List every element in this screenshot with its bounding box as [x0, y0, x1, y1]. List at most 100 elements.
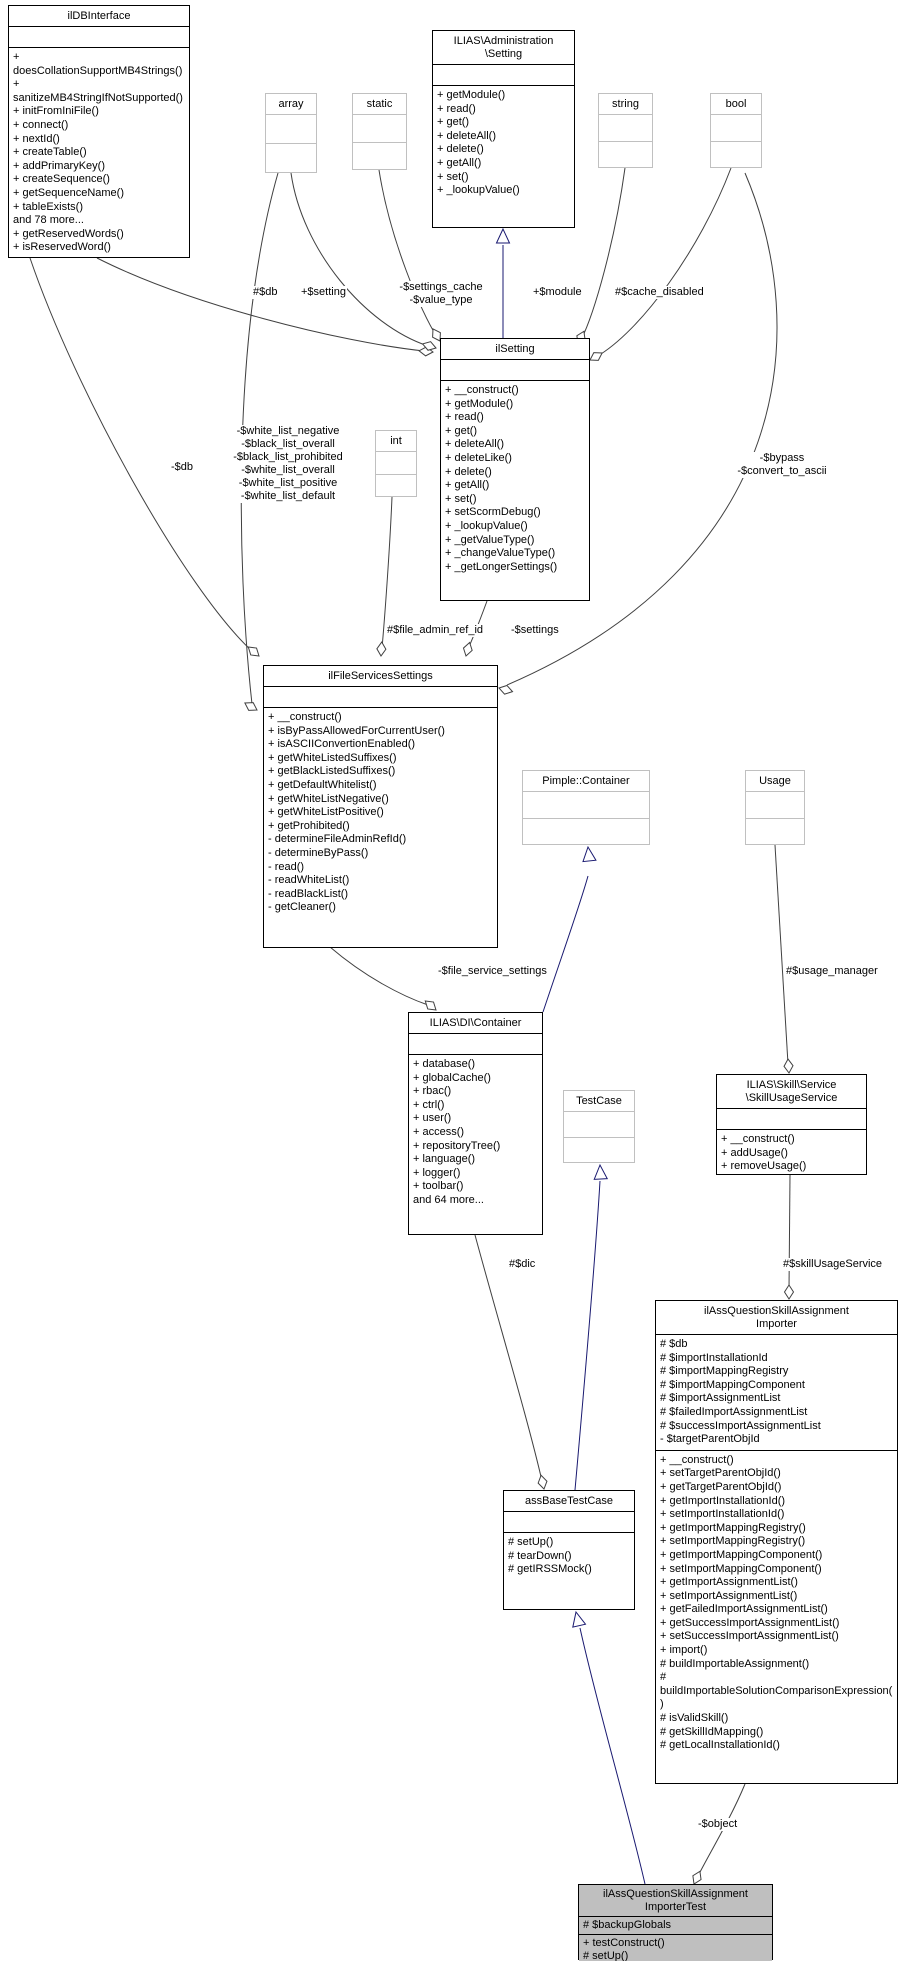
member-line: + setSuccessImportAssignmentList() [660, 1630, 839, 1643]
member-line: - readWhiteList() [268, 874, 350, 887]
member-line: + createSequence() [13, 173, 110, 186]
edge-label-object: -$object [697, 1818, 739, 1831]
member-line: + _getLongerSettings() [445, 560, 558, 573]
member-line: # getSkillIdMapping() [660, 1725, 764, 1738]
class-attributes: # $backupGlobals [579, 1917, 772, 1935]
member-line: - read() [268, 860, 305, 873]
member-line: + deleteLike() [445, 451, 512, 464]
edge-dicontainer-inherits-pimple [542, 845, 597, 1013]
member-line: + getDefaultWhitelist() [268, 778, 377, 791]
member-line: + deleteAll() [437, 129, 497, 142]
edge-label-bypass: -$bypass -$convert_to_ascii [718, 452, 846, 478]
class-attributes [717, 1109, 866, 1130]
member-line: + __construct() [268, 711, 342, 723]
member-line: + getImportMappingRegistry() [660, 1521, 806, 1534]
class-box-skillusageservice[interactable]: ILIAS\Skill\Service \SkillUsageService +… [716, 1074, 867, 1175]
edge-fileservices-to-dicontainer [329, 946, 437, 1011]
class-box-ilsetting[interactable]: ilSetting + __construct()+ getModule()+ … [440, 338, 590, 601]
member-line: + globalCache() [413, 1071, 491, 1084]
class-title: assBaseTestCase [504, 1491, 634, 1512]
member-line: + removeUsage() [721, 1160, 807, 1173]
type-box-testcase: TestCase [563, 1090, 635, 1163]
class-box-importer[interactable]: ilAssQuestionSkillAssignment Importer # … [655, 1300, 898, 1784]
member-line: # setUp() [583, 1950, 629, 1961]
member-line: + setTargetParentObjId() [660, 1467, 781, 1480]
class-box-importertest-current: ilAssQuestionSkillAssignment ImporterTes… [578, 1884, 773, 1961]
member-line: + nextId() [13, 132, 60, 145]
type-empty-compartment [564, 1112, 634, 1138]
edge-label-skill-usage-service: #$skillUsageService [782, 1258, 884, 1271]
class-methods: + __construct()+ isByPassAllowedForCurre… [264, 708, 497, 947]
member-line: + addUsage() [721, 1146, 788, 1159]
member-line: + _getValueType() [445, 533, 535, 546]
class-title: ILIAS\Skill\Service \SkillUsageService [717, 1075, 866, 1109]
member-line: + deleteAll() [445, 438, 505, 451]
member-line: + getModule() [437, 89, 506, 101]
member-line: # buildImportableSolutionComparisonExpre… [660, 1671, 893, 1711]
member-line: + repositoryTree() [413, 1139, 501, 1152]
edge-static-to-ilsetting [378, 169, 441, 342]
type-empty-compartment [523, 819, 649, 845]
member-line: + getWhiteListedSuffixes() [268, 751, 397, 764]
member-line: + addPrimaryKey() [13, 159, 106, 172]
member-line: + getImportInstallationId() [660, 1494, 786, 1507]
member-line: + language() [413, 1153, 476, 1166]
member-line: and 64 more... [413, 1193, 484, 1206]
type-empty-compartment [711, 115, 761, 142]
type-label: Usage [746, 771, 804, 792]
member-line: + rbac() [413, 1085, 452, 1098]
member-line: - readBlackList() [268, 887, 349, 900]
class-methods: + doesCollationSupportMB4Strings()+ sani… [9, 48, 189, 258]
member-line: + import() [660, 1644, 708, 1657]
member-line: + set() [445, 492, 477, 505]
edge-label-dic: #$dic [508, 1258, 537, 1271]
member-line: + getSequenceName() [13, 186, 124, 199]
member-line: + read() [437, 102, 476, 115]
member-line: # $importMappingRegistry [660, 1365, 789, 1378]
edge-label-file-admin-ref-id: #$file_admin_ref_id [386, 624, 485, 637]
type-empty-compartment [564, 1138, 634, 1163]
member-line: + getImportAssignmentList() [660, 1576, 798, 1589]
edge-bool-to-ilsetting [589, 167, 732, 361]
type-empty-compartment [746, 792, 804, 819]
member-line: # $importAssignmentList [660, 1392, 781, 1405]
member-line: - determineFileAdminRefId() [268, 833, 407, 846]
member-line: + ctrl() [413, 1098, 445, 1111]
type-empty-compartment [353, 143, 406, 170]
member-line: + setImportMappingRegistry() [660, 1535, 806, 1548]
edge-array-to-ilsetting [290, 172, 437, 351]
edge-label-db2: -$db [170, 461, 195, 474]
class-box-di-container[interactable]: ILIAS\DI\Container + database()+ globalC… [408, 1012, 543, 1235]
type-label: bool [711, 94, 761, 115]
class-attributes: # $db# $importInstallationId# $importMap… [656, 1335, 897, 1451]
member-line: + testConstruct() [583, 1937, 665, 1949]
type-box-pimple-container: Pimple::Container [522, 770, 650, 845]
edge-label-module: +$module [532, 286, 583, 299]
type-empty-compartment [599, 115, 652, 142]
class-box-ildbinterface[interactable]: ilDBInterface + doesCollationSupportMB4S… [8, 5, 190, 258]
class-box-admin-setting[interactable]: ILIAS\Administration \Setting + getModul… [432, 30, 575, 228]
edge-label-db: #$db [252, 286, 279, 299]
member-line: + createTable() [13, 146, 87, 159]
class-methods: + getModule()+ read()+ get()+ deleteAll(… [433, 86, 574, 227]
type-box-static: static [352, 93, 407, 170]
type-label: array [266, 94, 316, 115]
edge-label-white-lists: -$white_list_negative -$black_list_overa… [228, 425, 348, 503]
member-line: + __construct() [721, 1133, 795, 1145]
member-line: + access() [413, 1125, 465, 1138]
member-line: # $importInstallationId [660, 1351, 768, 1364]
class-box-filesservicessettings[interactable]: ilFileServicesSettings + __construct()+ … [263, 665, 498, 948]
class-attributes [433, 65, 574, 86]
member-line: # $failedImportAssignmentList [660, 1405, 808, 1418]
member-line: # $backupGlobals [583, 1919, 672, 1931]
member-line: # tearDown() [508, 1549, 572, 1562]
edge-importertest-inherits-assbasetestcase [572, 1610, 646, 1885]
member-line: + database() [413, 1058, 476, 1070]
class-box-assbasetestcase[interactable]: assBaseTestCase # setUp()# tearDown()# g… [503, 1490, 635, 1610]
member-line: + get() [437, 116, 470, 129]
edge-ildbinterface-to-fileservices [29, 257, 260, 657]
member-line: and 78 more... [13, 214, 84, 227]
type-label: TestCase [564, 1091, 634, 1112]
